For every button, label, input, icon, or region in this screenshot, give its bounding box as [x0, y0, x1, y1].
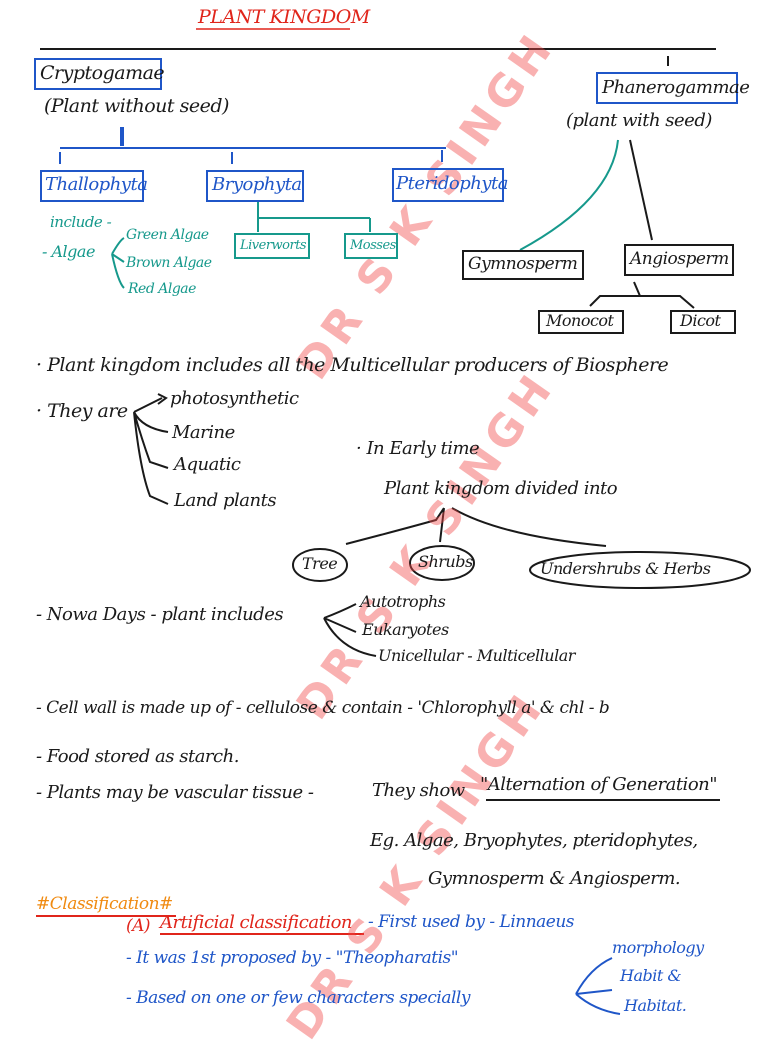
they-show: They show	[372, 780, 465, 801]
algae-label: - Algae	[42, 242, 95, 261]
brown-algae: Brown Algae	[126, 255, 212, 271]
thallophyta-label: Thallophyta	[45, 174, 148, 195]
gymnosperm-box	[462, 250, 584, 280]
classification-heading: #Classification#	[36, 894, 173, 914]
phanerogammae-label: Phanerogammae	[602, 77, 750, 98]
red-algae: Red Algae	[128, 281, 196, 297]
divided-into: Plant kingdom divided into	[384, 478, 618, 499]
cryptogamae-sub: (Plant without seed)	[44, 95, 229, 117]
green-algae: Green Algae	[126, 227, 209, 243]
notes-page: { "title": "PLANT KINGDOM", "tree": { "c…	[34, 6, 751, 1049]
note-line-1: · Plant kingdom includes all the Multice…	[36, 354, 669, 376]
page-title: PLANT KINGDOM	[198, 6, 370, 28]
pteridophyta-box	[392, 168, 504, 202]
food-line: - Food stored as starch.	[36, 746, 239, 767]
first-used-by: - First used by - Linnaeus	[368, 912, 575, 932]
thallophyta-box	[40, 170, 144, 202]
monocot-label: Monocot	[546, 311, 614, 330]
pteridophyta-label: Pteridophyta	[396, 173, 508, 194]
angiosperm-box	[624, 244, 734, 276]
item-aquatic: Aquatic	[174, 454, 241, 475]
they-are: · They are	[36, 400, 128, 422]
proposed-by: - It was 1st proposed by - "Theopharatis…	[126, 948, 459, 968]
dicot-label: Dicot	[680, 311, 721, 330]
alternation-of-generation: "Alternation of Generation"	[480, 774, 718, 795]
branch-shrubs: Shrubs	[418, 552, 473, 571]
liverworts-box	[234, 233, 310, 259]
phanerogammae-box	[596, 72, 738, 104]
unicellular: Unicellular - Multicellular	[378, 646, 575, 665]
cryptogamae-box	[34, 58, 162, 90]
liverworts-label: Liverworts	[240, 238, 307, 253]
mosses-label: Mosses	[350, 238, 396, 253]
gym-angio-line: Gymnosperm & Angiosperm.	[428, 868, 681, 889]
habitat: Habitat.	[624, 996, 687, 1015]
cell-wall-line: - Cell wall is made up of - cellulose & …	[36, 698, 610, 718]
habit: Habit &	[620, 966, 682, 985]
eukaryotes: Eukaryotes	[362, 620, 449, 639]
monocot-box	[538, 310, 624, 334]
branch-tree: Tree	[302, 554, 338, 573]
item-marine: Marine	[172, 422, 235, 443]
cryptogamae-label: Cryptogamae	[40, 62, 165, 84]
vascular-line: - Plants may be vascular tissue -	[36, 782, 314, 803]
mosses-box	[344, 233, 398, 259]
autotrophs: Autotrophs	[360, 592, 446, 611]
early-time: · In Early time	[356, 438, 480, 459]
eg-line: Eg. Algae, Bryophytes, pteridophytes,	[370, 830, 698, 851]
classification-a: (A)	[126, 916, 151, 936]
dicot-box	[670, 310, 736, 334]
item-land: Land plants	[174, 490, 277, 511]
angiosperm-label: Angiosperm	[630, 249, 729, 269]
branch-undershrubs: Undershrubs & Herbs	[540, 559, 711, 578]
diagram-lines	[36, 28, 751, 1015]
based-on: - Based on one or few characters special…	[126, 988, 470, 1008]
include-label: include -	[50, 213, 112, 231]
artificial-classification: Artificial classification	[160, 912, 353, 933]
bryophyta-box	[206, 170, 304, 202]
item-photosynthetic: photosynthetic	[170, 388, 299, 409]
bryophyta-label: Bryophyta	[212, 174, 302, 195]
phanerogammae-sub: (plant with seed)	[566, 110, 712, 131]
morphology: morphology	[612, 938, 704, 957]
gymnosperm-label: Gymnosperm	[468, 254, 578, 274]
nowa-days: - Nowa Days - plant includes	[36, 604, 284, 625]
